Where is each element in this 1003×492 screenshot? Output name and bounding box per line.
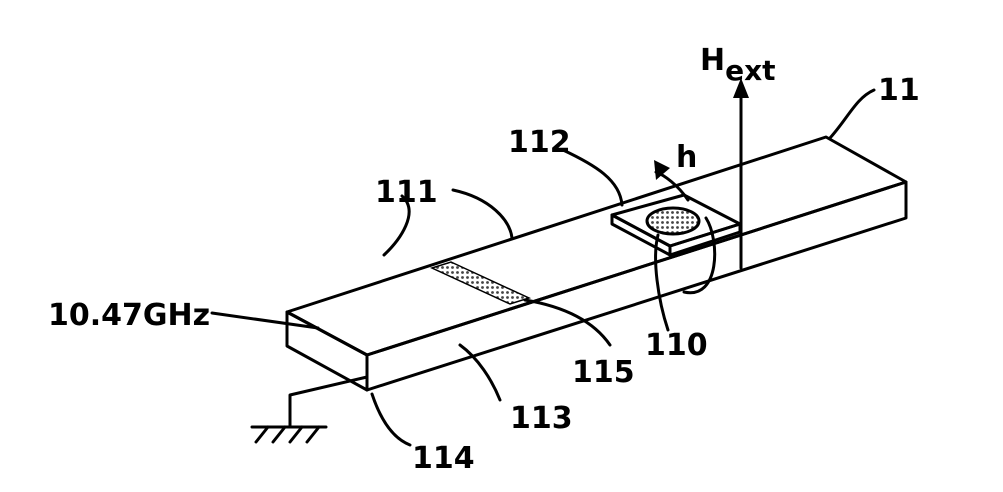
- label-frequency: 10.47GHz: [48, 298, 210, 333]
- leader-111-right: [451, 188, 514, 240]
- leader-114: [370, 392, 412, 447]
- label-sphere: 110: [645, 328, 708, 363]
- label-rf-field: h: [676, 140, 697, 175]
- leader-113: [458, 343, 502, 402]
- label-strip: 111: [375, 175, 438, 210]
- gap-strip: [429, 261, 532, 305]
- leader-frequency: [210, 311, 320, 330]
- leader-110: [654, 233, 670, 332]
- rf-field-loop-lower: [682, 216, 717, 295]
- external-field-arrowhead: [733, 78, 749, 98]
- ground-wire: [288, 375, 369, 429]
- yig-sphere: [645, 206, 701, 236]
- leader-115: [523, 298, 612, 347]
- label-ground: 114: [412, 441, 475, 476]
- label-gap: 115: [572, 355, 635, 390]
- leader-112: [561, 148, 624, 207]
- label-substrate: 11: [878, 73, 920, 108]
- ground-symbol: [250, 375, 369, 444]
- leader-lines: [210, 88, 876, 447]
- substrate-side-face: [365, 180, 908, 392]
- leader-111-left: [382, 194, 411, 257]
- label-magnet: 112: [508, 125, 571, 160]
- leader-11: [828, 88, 876, 140]
- rf-field-arrowhead: [654, 160, 670, 180]
- label-face: 113: [510, 401, 573, 436]
- magnet-plate: [610, 193, 742, 257]
- label-field: Hext: [700, 43, 776, 87]
